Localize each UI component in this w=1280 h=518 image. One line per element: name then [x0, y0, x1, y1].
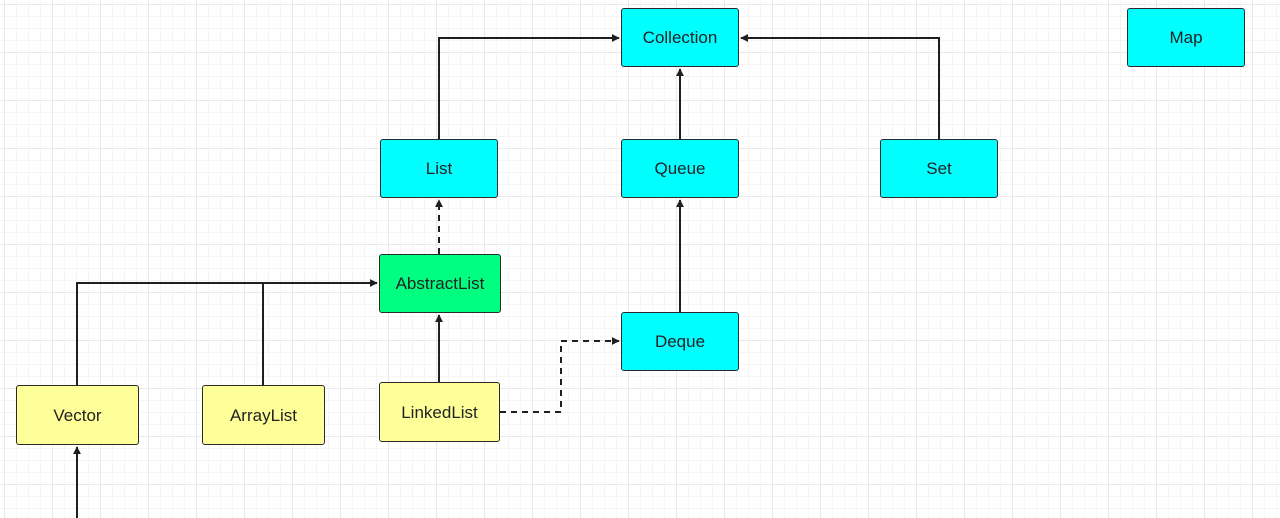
node-queue-label: Queue	[654, 159, 706, 178]
node-arraylist[interactable]: ArrayList	[202, 385, 325, 445]
node-set[interactable]: Set	[880, 139, 998, 198]
node-linkedlist[interactable]: LinkedList	[379, 382, 500, 442]
node-set-label: Set	[926, 159, 952, 178]
node-deque-label: Deque	[654, 332, 706, 351]
edge-list-to-collection	[438, 34, 620, 139]
node-abstractlist[interactable]: AbstractList	[379, 254, 501, 313]
edge-set-to-collection	[740, 34, 940, 139]
node-vector-label: Vector	[53, 405, 102, 425]
node-deque[interactable]: Deque	[621, 312, 739, 371]
node-map[interactable]: Map	[1127, 8, 1245, 67]
node-list[interactable]: List	[380, 139, 498, 198]
node-abstractlist-label: AbstractList	[395, 274, 485, 293]
edge-vector-to-abstractlist	[76, 279, 378, 385]
node-arraylist-label: ArrayList	[229, 405, 298, 425]
node-queue[interactable]: Queue	[621, 139, 739, 198]
node-list-label: List	[425, 159, 453, 178]
node-vector[interactable]: Vector	[16, 385, 139, 445]
node-collection-label: Collection	[642, 28, 718, 47]
node-linkedlist-label: LinkedList	[401, 402, 478, 422]
node-map-label: Map	[1169, 28, 1203, 47]
edge-linkedlist-to-deque	[500, 337, 620, 413]
node-collection[interactable]: Collection	[621, 8, 739, 67]
